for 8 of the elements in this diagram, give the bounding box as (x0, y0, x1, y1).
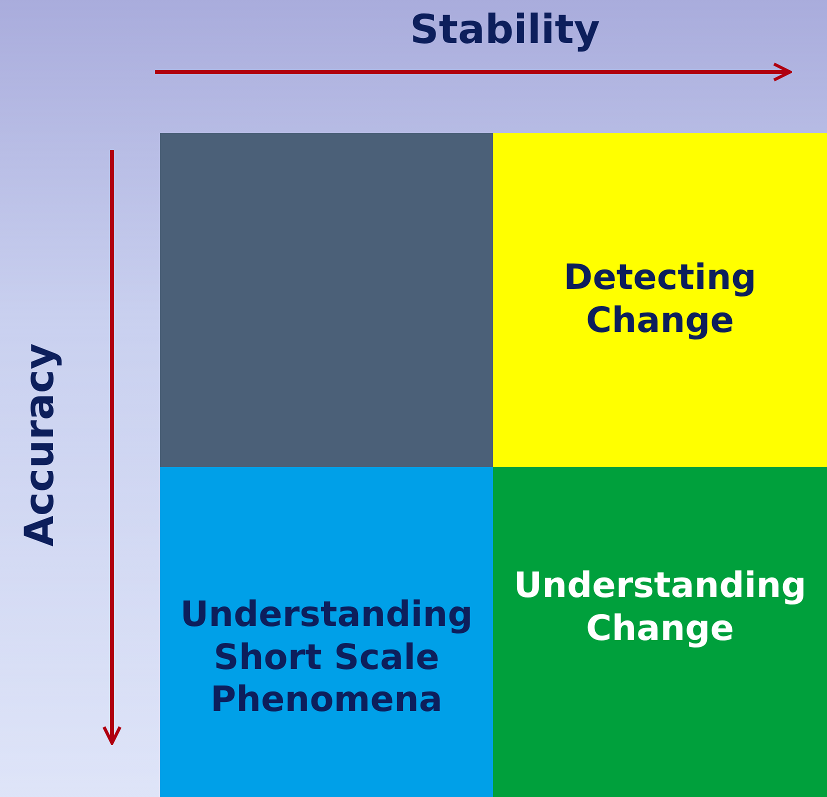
quadrant-box (493, 467, 827, 797)
axis-label: Accuracy (17, 343, 63, 547)
axis-label: Stability (410, 7, 600, 53)
quadrant-label: Understanding Change (512, 565, 808, 651)
quadrant-label: Understanding Short Scale Phenomena (179, 594, 474, 722)
quadrant-label: Detecting Change (562, 257, 758, 343)
quadrant-box (493, 133, 827, 467)
quadrant-box (160, 467, 493, 797)
